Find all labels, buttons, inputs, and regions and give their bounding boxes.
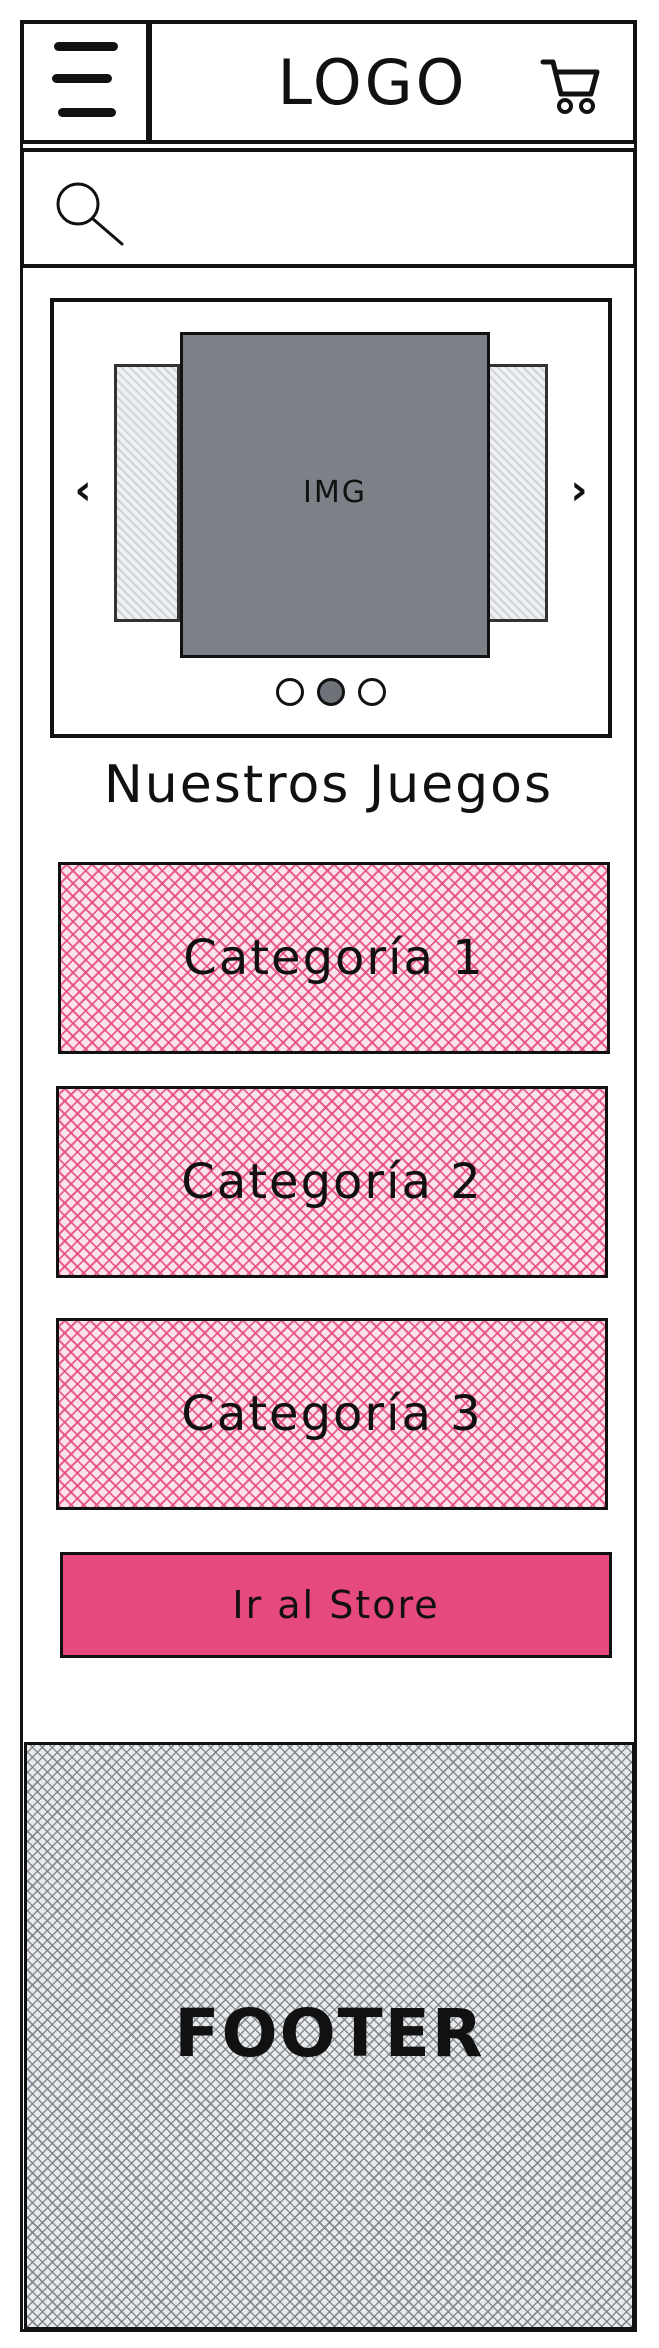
search-bar[interactable] bbox=[20, 148, 637, 268]
image-carousel: IMG ‹ › bbox=[50, 298, 612, 738]
search-icon bbox=[56, 182, 124, 246]
carousel-next-slide[interactable] bbox=[482, 364, 548, 622]
logo[interactable]: LOGO bbox=[277, 46, 468, 119]
search-input[interactable] bbox=[134, 182, 613, 240]
footer: FOOTER bbox=[24, 1742, 635, 2330]
carousel-dot-2[interactable] bbox=[317, 678, 345, 706]
go-to-store-button[interactable]: Ir al Store bbox=[60, 1552, 612, 1658]
chevron-left-icon[interactable]: ‹ bbox=[74, 465, 92, 514]
section-title: Nuestros Juegos bbox=[103, 755, 554, 815]
carousel-prev-slide[interactable] bbox=[114, 364, 180, 622]
carousel-main-image[interactable]: IMG bbox=[180, 332, 490, 658]
category-card-3[interactable]: Categoría 3 bbox=[56, 1318, 608, 1510]
category-card-2[interactable]: Categoría 2 bbox=[56, 1086, 608, 1278]
carousel-dot-1[interactable] bbox=[275, 678, 304, 706]
category-card-1[interactable]: Categoría 1 bbox=[58, 862, 610, 1054]
carousel-dots bbox=[54, 678, 608, 710]
hamburger-menu-button[interactable] bbox=[20, 20, 150, 144]
category-label: Categoría 2 bbox=[181, 1154, 483, 1210]
category-label: Categoría 3 bbox=[181, 1386, 483, 1442]
footer-label: FOOTER bbox=[174, 1995, 485, 2072]
image-placeholder-label: IMG bbox=[303, 475, 367, 510]
store-button-label: Ir al Store bbox=[232, 1583, 440, 1627]
category-label: Categoría 1 bbox=[183, 930, 485, 986]
carousel-dot-3[interactable] bbox=[358, 678, 387, 706]
header-bar: LOGO bbox=[148, 20, 637, 144]
chevron-right-icon[interactable]: › bbox=[570, 465, 588, 514]
cart-icon[interactable] bbox=[539, 54, 605, 120]
